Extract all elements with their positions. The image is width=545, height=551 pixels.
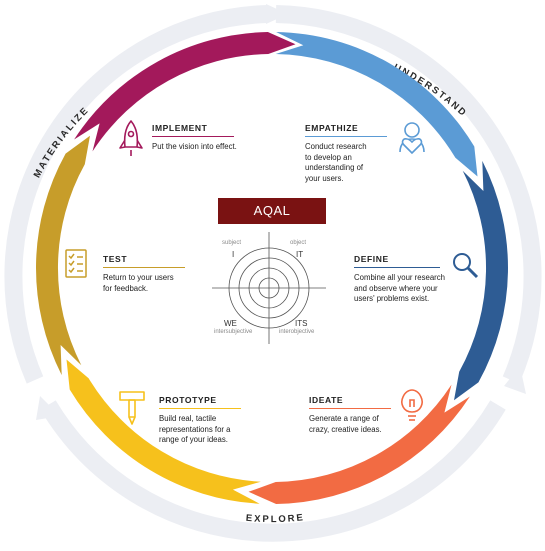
stage-desc-empathize: Conduct research to develop an understan…	[305, 142, 387, 184]
stage-desc-line: users' problems exist.	[354, 294, 430, 303]
stage-desc-line: Return to your users	[103, 273, 174, 282]
stage-desc-line: for feedback.	[103, 283, 149, 293]
stage-title-ideate: IDEATE	[309, 395, 391, 409]
stage-title-test: TEST	[103, 254, 185, 268]
stage-desc-line: and observe where your	[354, 283, 438, 293]
aqal-quadrant-we: WE	[224, 319, 237, 328]
stage-title-define: DEFINE	[354, 254, 440, 268]
stage-desc-prototype: Build real, tactile representations for …	[159, 414, 241, 446]
outer-arrowhead-explore	[36, 396, 60, 420]
ring-label-explore: EXPLORE	[245, 512, 305, 525]
stage-ideate: IDEATE Generate a range of crazy, creati…	[309, 390, 391, 435]
aqal-circle-2	[238, 257, 300, 319]
stage-implement: IMPLEMENT Put the vision into effect.	[152, 118, 237, 153]
stage-title-prototype: PROTOTYPE	[159, 395, 241, 409]
aqal-title: AQAL	[218, 198, 326, 224]
stage-title-implement: IMPLEMENT	[152, 123, 234, 137]
stage-prototype: PROTOTYPE Build real, tactile representa…	[159, 390, 241, 446]
aqal-sub-subject: subject	[222, 240, 242, 246]
stage-desc-line: Conduct research	[305, 142, 367, 151]
stage-desc-line: Combine all your research	[354, 273, 446, 282]
arc-segment-test	[36, 135, 90, 376]
magnifier-icon	[453, 253, 479, 279]
stage-empathize: EMPATHIZE Conduct research to develop an…	[305, 118, 387, 184]
arc-segment-empathize	[275, 32, 478, 177]
aqal-sub-interobjective: interobjective	[279, 329, 315, 335]
stage-desc-line: crazy, creative ideas.	[309, 424, 382, 434]
rocket-icon	[119, 120, 143, 156]
aqal-diagram	[212, 232, 326, 344]
lightbulb-icon	[401, 389, 423, 421]
stage-desc-line: to develop an	[305, 152, 352, 162]
stage-desc-line: Build real, tactile	[159, 414, 217, 423]
outer-ring-explore	[40, 400, 506, 542]
user-heart-icon	[399, 122, 425, 155]
arc-segment-ideate	[248, 384, 470, 504]
stage-title-empathize: EMPATHIZE	[305, 123, 387, 137]
stage-test: TEST Return to your users for feedback.	[103, 249, 185, 294]
outer-arrowhead-materialize	[266, 4, 288, 24]
aqal-quadrant-its: ITS	[295, 319, 308, 328]
stage-desc-line: Generate a range of	[309, 414, 379, 423]
stage-arc-segments	[36, 32, 508, 504]
outer-ring-understand	[275, 5, 542, 384]
arc-segment-prototype	[66, 359, 261, 504]
stage-desc-ideate: Generate a range of crazy, creative idea…	[309, 414, 391, 435]
hammer-icon	[119, 391, 145, 425]
aqal-quadrant-i: I	[232, 250, 235, 259]
aqal-sub-intersubjective: intersubjective	[214, 329, 253, 335]
aqal-sub-object: object	[290, 240, 307, 246]
outer-ring-materialize	[4, 5, 269, 384]
stage-desc-line: your users.	[305, 173, 344, 183]
arc-segment-define	[454, 160, 508, 401]
outer-ring-arrowheads	[36, 4, 526, 420]
stage-desc-line: representations for a	[159, 424, 231, 434]
aqal-circle-4	[258, 277, 280, 299]
stage-desc-line: range of your ideas.	[159, 435, 228, 444]
aqal-circle-3	[248, 267, 290, 309]
stage-desc-test: Return to your users for feedback.	[103, 273, 185, 294]
stage-desc-line: understanding of	[305, 163, 364, 172]
stage-define: DEFINE Combine all your research and obs…	[354, 249, 445, 305]
stage-desc-implement: Put the vision into effect.	[152, 142, 237, 153]
arc-segment-implement	[74, 32, 296, 152]
checklist-icon	[65, 249, 87, 278]
aqal-quadrant-it: IT	[296, 250, 304, 259]
aqal-circle-1	[228, 247, 310, 329]
outer-arrowhead-understand	[504, 366, 526, 394]
stage-desc-line: Put the vision into effect.	[152, 142, 237, 151]
outer-ring	[4, 5, 542, 542]
stage-desc-define: Combine all your research and observe wh…	[354, 273, 445, 305]
